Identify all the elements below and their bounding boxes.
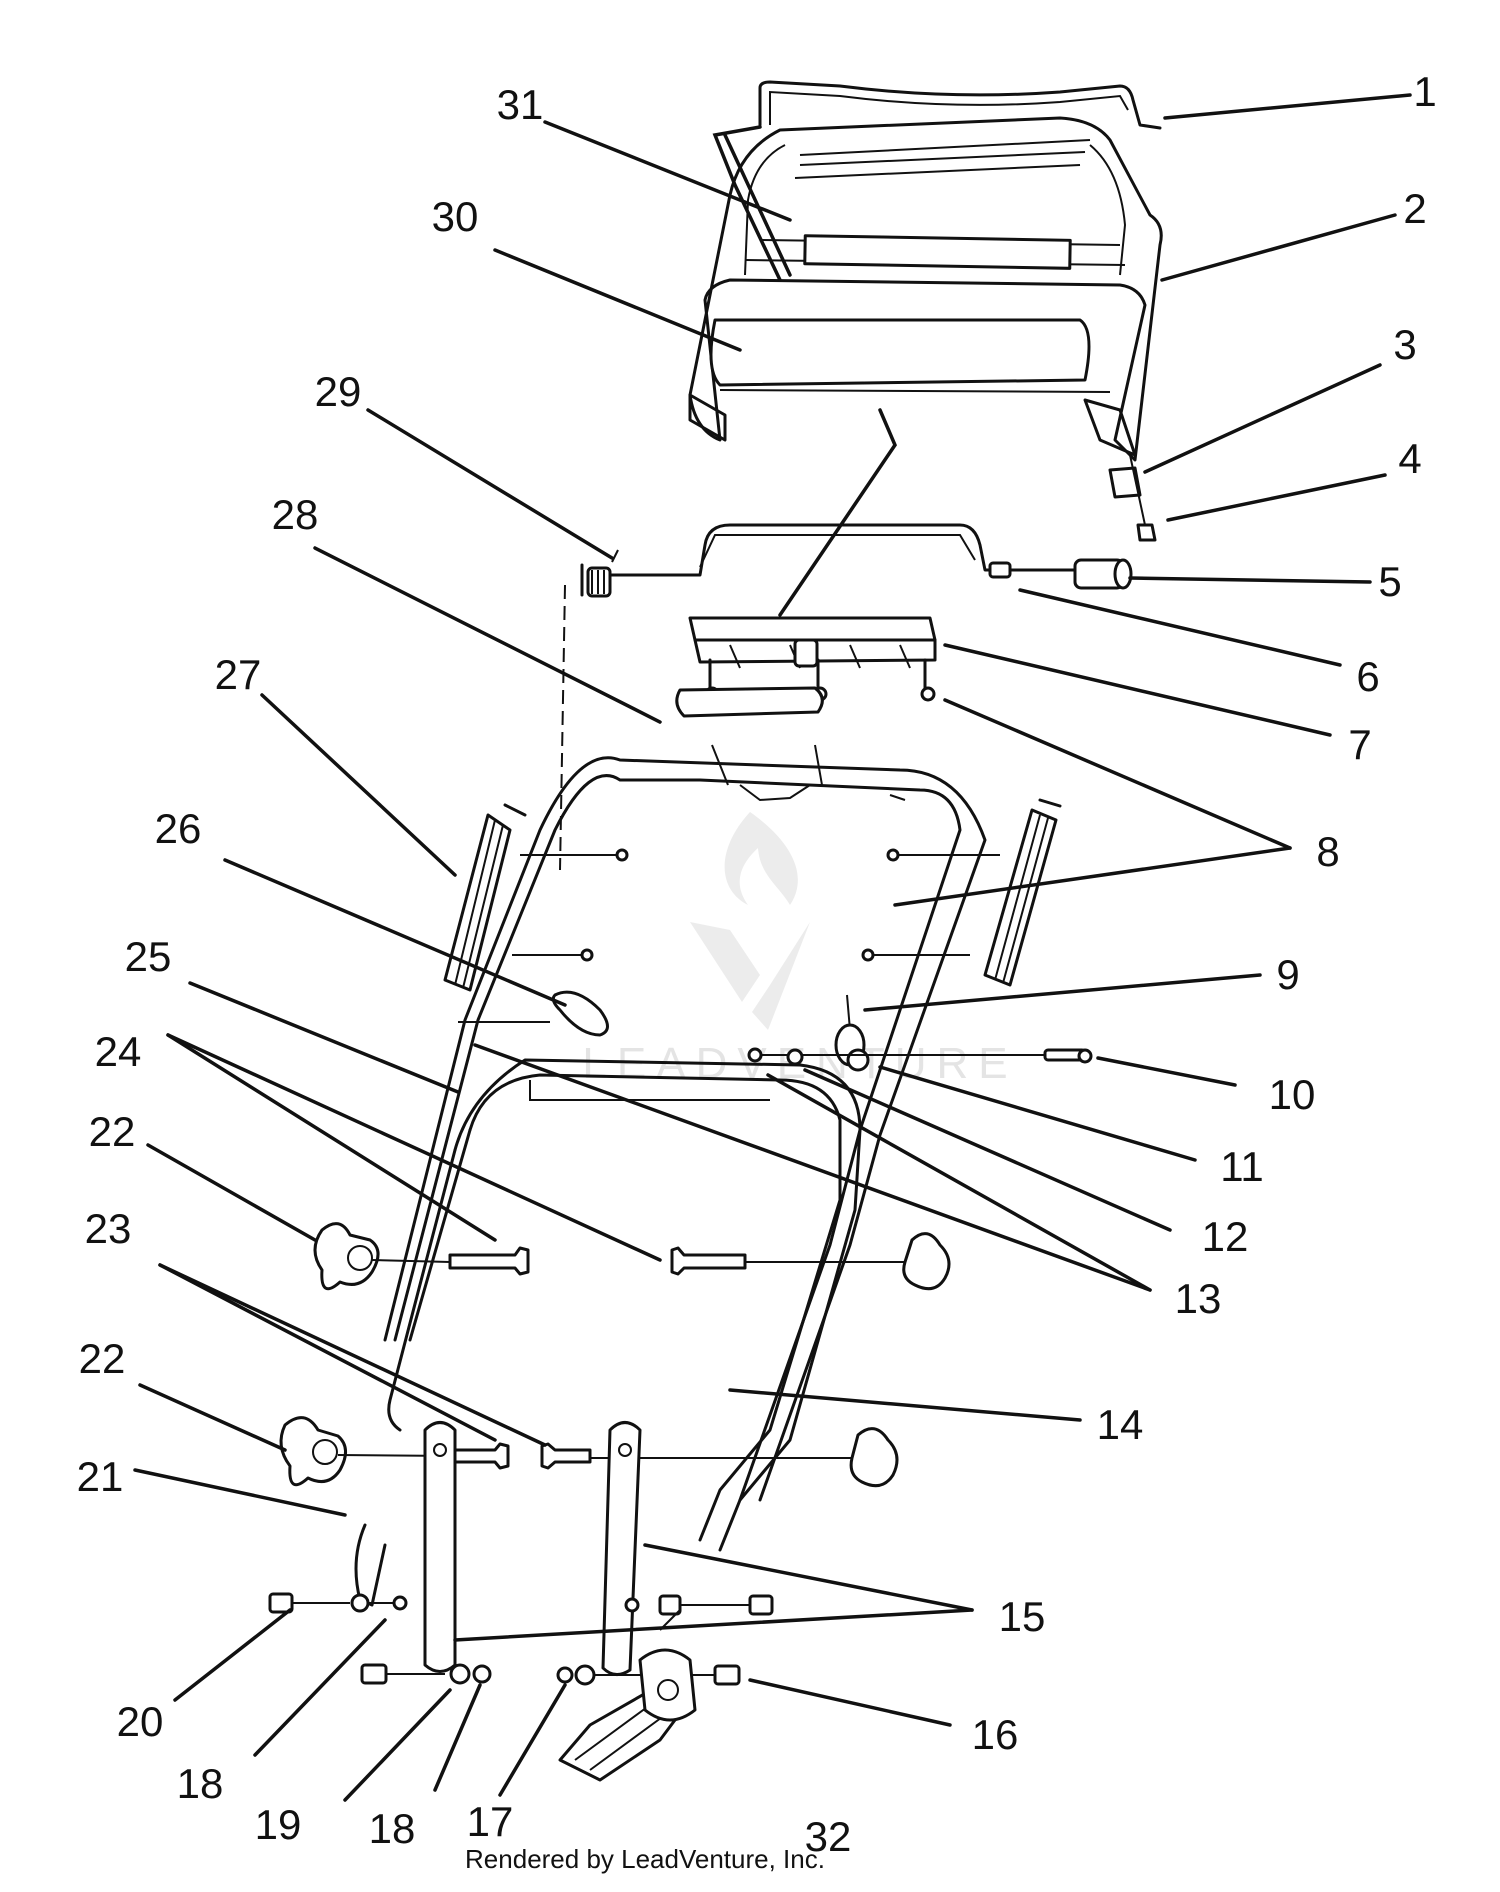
credit-text: Rendered by LeadVenture, Inc. — [465, 1844, 825, 1874]
part-lower-bail-inner — [699, 534, 976, 568]
part-upper-handle — [383, 756, 987, 1502]
callout-22-lower: 22 — [79, 1335, 126, 1382]
callout-7: 7 — [1348, 721, 1371, 768]
callout-17: 17 — [467, 1798, 514, 1845]
part-pivot-link-left — [423, 1421, 457, 1673]
callout-labels: 1 2 3 4 5 6 7 8 9 10 11 12 13 14 15 16 1… — [77, 68, 1437, 1860]
part-upper-bail-inner — [769, 90, 1129, 125]
callout-28: 28 — [272, 491, 319, 538]
callout-21: 21 — [77, 1453, 124, 1500]
part-bracket — [1108, 466, 1142, 499]
part-cable-clip — [988, 558, 1133, 590]
callout-9: 9 — [1276, 951, 1299, 998]
part-bolt-lower — [453, 1442, 592, 1470]
callout-11: 11 — [1220, 1143, 1264, 1190]
part-bolt-lower-left — [268, 1592, 408, 1614]
callout-18-left: 18 — [177, 1760, 224, 1807]
callout-31: 31 — [497, 81, 544, 128]
part-handle-lower-left — [354, 1523, 387, 1607]
part-decal-upper — [803, 234, 1072, 270]
part-handle-bolts — [512, 848, 1000, 962]
part-decal-lower — [709, 318, 1091, 387]
part-bolt-mid-right — [624, 1594, 774, 1616]
callout-10: 10 — [1269, 1071, 1316, 1118]
part-lower-bail — [608, 523, 1122, 577]
part-deck-bracket — [558, 1609, 697, 1782]
callout-5: 5 — [1378, 558, 1401, 605]
callout-24: 24 — [95, 1028, 142, 1075]
callout-32: 32 — [805, 1813, 852, 1860]
part-upper-bail — [758, 80, 1162, 130]
callout-3: 3 — [1393, 321, 1416, 368]
part-bolt-link-left — [360, 1663, 492, 1685]
callout-22-upper: 22 — [89, 1108, 136, 1155]
part-cable-clamp — [747, 994, 1093, 1072]
callout-2: 2 — [1403, 185, 1426, 232]
part-bolt-upper — [448, 1246, 747, 1276]
part-knob-upper-left — [313, 1222, 451, 1291]
part-knob-upper-right — [740, 1232, 951, 1291]
part-pivot-link-right — [601, 1421, 642, 1676]
part-spring — [559, 549, 619, 871]
leader-bracket-31 — [712, 125, 782, 282]
part-side-channel-right — [983, 798, 1062, 987]
callout-8: 8 — [1316, 828, 1339, 875]
watermark-flame-icon — [724, 812, 798, 905]
callout-27: 27 — [215, 651, 262, 698]
callout-23: 23 — [85, 1205, 132, 1252]
part-bracket-bar — [688, 616, 937, 692]
callout-29: 29 — [315, 368, 362, 415]
callout-14: 14 — [1097, 1401, 1144, 1448]
callout-1: 1 — [1413, 68, 1436, 115]
part-grip-sleeve — [675, 686, 824, 786]
callout-4: 4 — [1398, 435, 1421, 482]
callout-26: 26 — [155, 805, 202, 852]
callout-15: 15 — [999, 1593, 1046, 1640]
part-cable-guide — [551, 990, 609, 1037]
part-screw — [1129, 454, 1157, 542]
part-console-housing — [688, 116, 1163, 462]
callout-18-right: 18 — [369, 1805, 416, 1852]
part-side-channel-left — [443, 803, 527, 992]
callout-19: 19 — [255, 1801, 302, 1848]
callout-25: 25 — [125, 933, 172, 980]
callout-13: 13 — [1175, 1275, 1222, 1322]
callout-16: 16 — [972, 1711, 1019, 1758]
watermark-v-icon — [690, 922, 810, 1030]
leader-lines — [133, 93, 1412, 1802]
callout-6: 6 — [1356, 653, 1379, 700]
callout-30: 30 — [432, 193, 479, 240]
callout-12: 12 — [1202, 1213, 1249, 1260]
callout-20: 20 — [117, 1698, 164, 1745]
